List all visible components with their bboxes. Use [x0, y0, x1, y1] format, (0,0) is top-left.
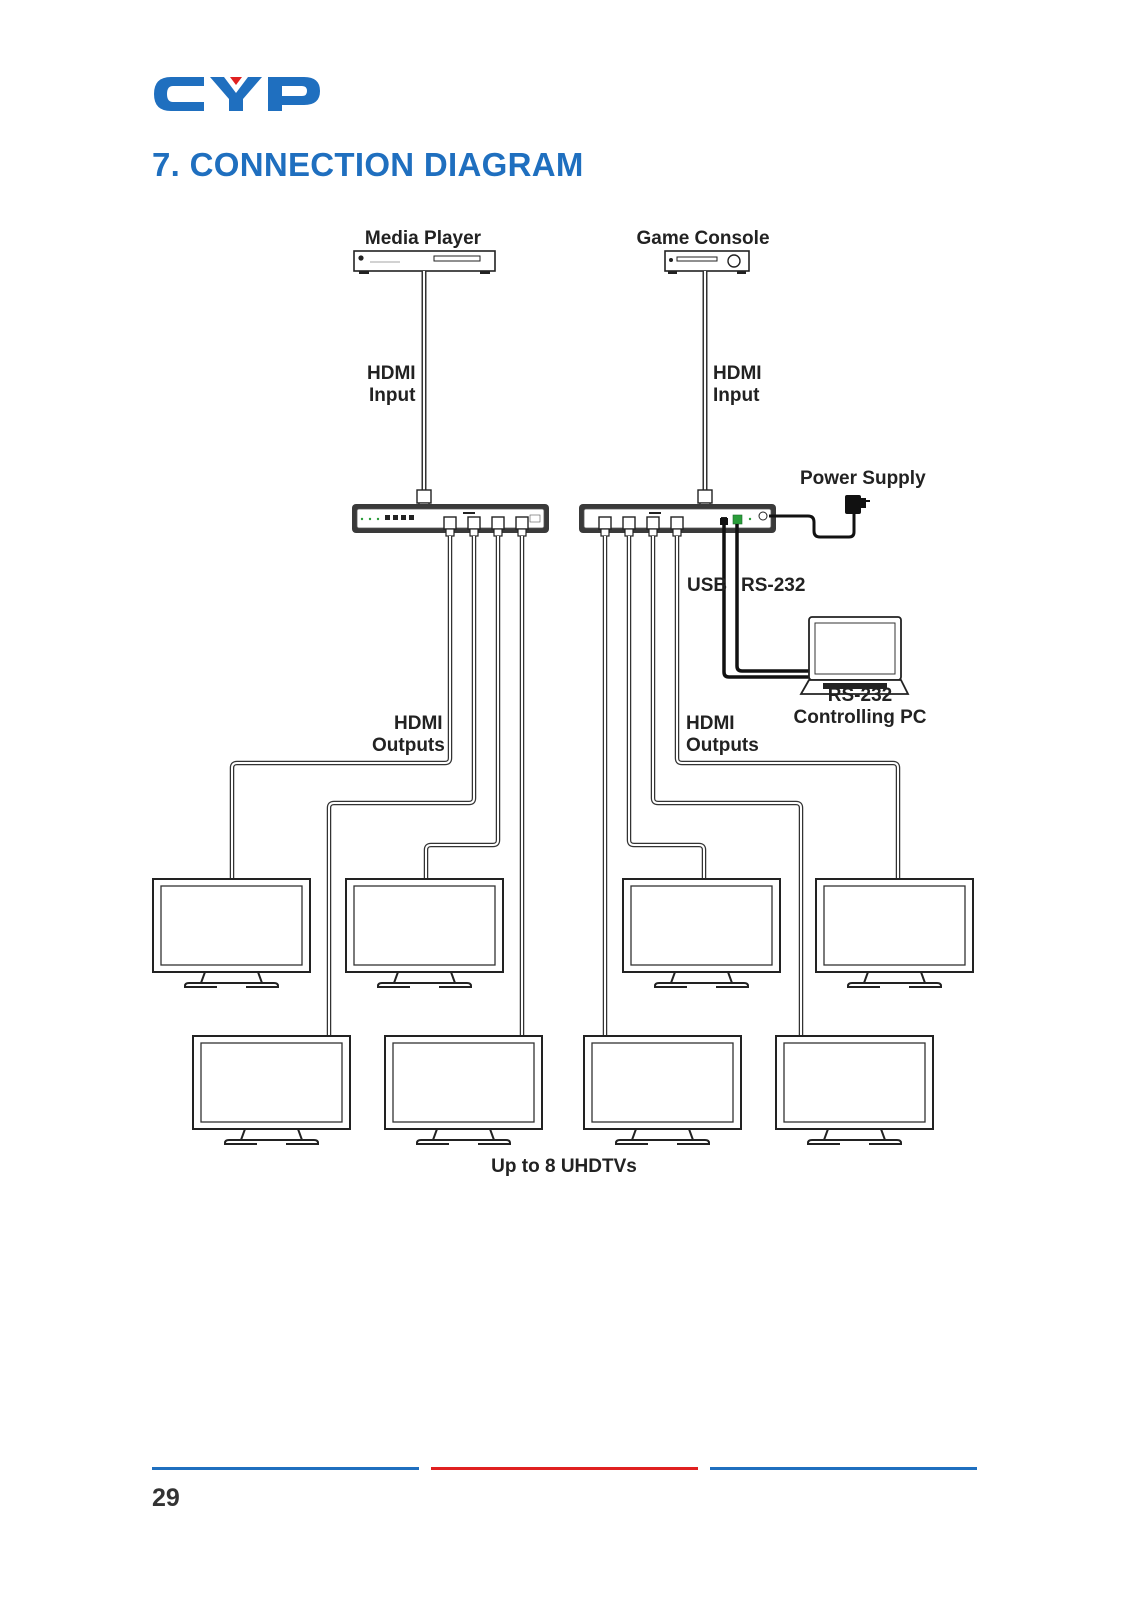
uhdtv-icon-8	[775, 1035, 934, 1145]
media-player-icon	[353, 250, 496, 274]
laptop-icon	[799, 616, 910, 695]
hdmi-input-cable-right	[697, 271, 713, 515]
game-console-label: Game Console	[636, 228, 769, 249]
power-adapter-icon	[845, 495, 870, 514]
uhdtv-icon-6	[384, 1035, 543, 1145]
power-supply: Power Supply	[769, 468, 926, 539]
hdmi-outputs-label-right-2: Outputs	[686, 735, 759, 756]
hdmi-output-cables-left	[229, 536, 525, 1035]
pc-label-1: RS-232	[828, 685, 892, 706]
control-cables	[720, 518, 812, 679]
page-title: 7. CONNECTION DIAGRAM	[152, 146, 584, 183]
uhdtv-icon-7	[583, 1035, 742, 1145]
hdmi-input-label-right-1: HDMI	[713, 363, 762, 384]
rs232-label: RS-232	[741, 575, 805, 596]
page-number: 29	[152, 1484, 180, 1512]
hdmi-outputs-label-left-1: HDMI	[394, 713, 443, 734]
usb-label: USB	[687, 575, 727, 596]
hdmi-outputs-label-left-2: Outputs	[372, 735, 445, 756]
uhdtv-icon-5	[192, 1035, 351, 1145]
footer-divider-blue-left	[152, 1467, 419, 1470]
hdmi-outputs-label-right-1: HDMI	[686, 713, 735, 734]
source-game-console: Game Console	[636, 228, 770, 274]
hdmi-output-cables-right	[602, 536, 901, 1035]
hdmi-input-cable-left	[416, 271, 432, 515]
displays-caption: Up to 8 UHDTVs	[491, 1156, 637, 1177]
media-player-label: Media Player	[365, 228, 482, 249]
uhdtv-icon-3	[622, 878, 781, 988]
power-supply-label: Power Supply	[800, 468, 926, 489]
uhdtv-icon-4	[815, 878, 974, 988]
game-console-icon	[664, 250, 750, 274]
pc-label-2: Controlling PC	[794, 707, 927, 728]
uhd-displays	[152, 878, 974, 1145]
footer-divider-red-center	[431, 1467, 698, 1470]
cyp-logo	[154, 77, 320, 111]
footer-divider-blue-right	[710, 1467, 977, 1470]
hdmi-input-label-right-2: Input	[713, 385, 760, 406]
hdmi-input-label-left-2: Input	[369, 385, 416, 406]
uhdtv-icon-2	[345, 878, 504, 988]
uhdtv-icon-1	[152, 878, 311, 988]
hdmi-input-label-left-1: HDMI	[367, 363, 416, 384]
source-media-player: Media Player	[353, 228, 496, 274]
